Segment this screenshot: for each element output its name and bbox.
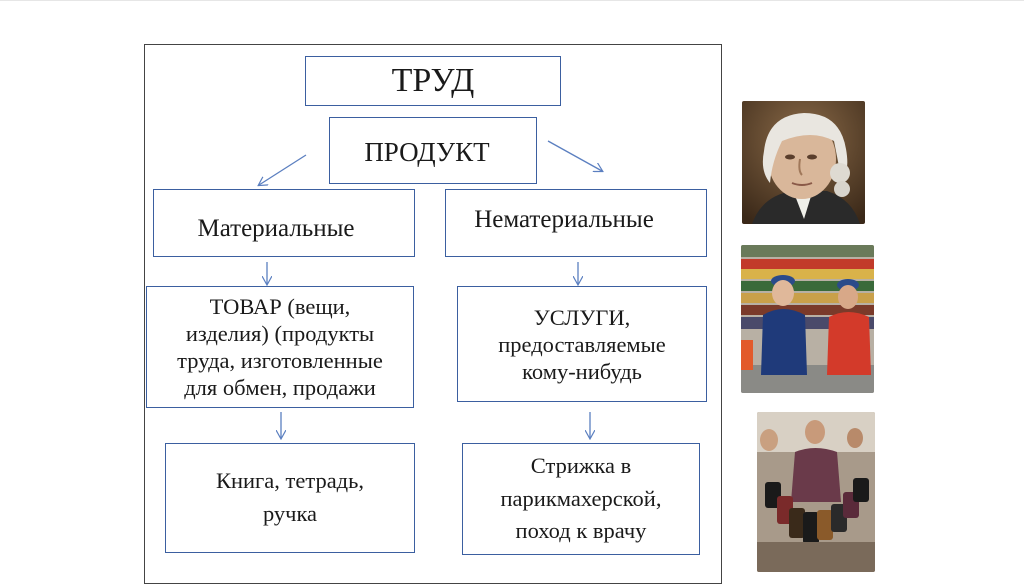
material-label: Материальные bbox=[197, 215, 355, 242]
shop-photo bbox=[741, 245, 874, 393]
services-line-1: УСЛУГИ, bbox=[533, 304, 631, 330]
services-example-line-3: поход к врачу bbox=[515, 518, 647, 544]
nonmaterial-label: Нематериальные bbox=[474, 206, 654, 233]
goods-line-2: изделия) (продукты bbox=[185, 321, 375, 346]
services-example-box: Стрижка в парикмахерской, поход к врачу bbox=[462, 443, 700, 555]
services-definition-box: УСЛУГИ, предоставляемые кому-нибудь bbox=[457, 286, 707, 402]
portrait-photo bbox=[742, 101, 865, 224]
product-text: ПРОДУКТ bbox=[364, 137, 490, 168]
services-line-3: кому-нибудь bbox=[522, 358, 642, 384]
goods-line-4: для обмен, продажи bbox=[184, 375, 376, 400]
services-example-line-2: парикмахерской, bbox=[500, 485, 662, 511]
title-text: ТРУД bbox=[391, 61, 475, 99]
nonmaterial-box: Нематериальные bbox=[445, 189, 707, 257]
goods-example-line-2: ручка bbox=[262, 501, 318, 526]
services-example-line-1: Стрижка в bbox=[530, 453, 632, 479]
street-vendor-photo bbox=[757, 412, 875, 572]
top-divider bbox=[0, 0, 1024, 1]
goods-example-line-1: Книга, тетрадь, bbox=[215, 468, 365, 494]
product-box: ПРОДУКТ bbox=[329, 117, 537, 184]
goods-definition-box: ТОВАР (вещи, изделия) (продукты труда, и… bbox=[146, 286, 414, 408]
services-line-2: предоставляемые bbox=[498, 331, 666, 357]
material-box: Материальные bbox=[153, 189, 415, 257]
goods-line-1: ТОВАР (вещи, bbox=[209, 294, 351, 319]
title-box: ТРУД bbox=[305, 56, 561, 106]
goods-line-3: труда, изготовленные bbox=[177, 348, 383, 373]
goods-example-box: Книга, тетрадь, ручка bbox=[165, 443, 415, 553]
